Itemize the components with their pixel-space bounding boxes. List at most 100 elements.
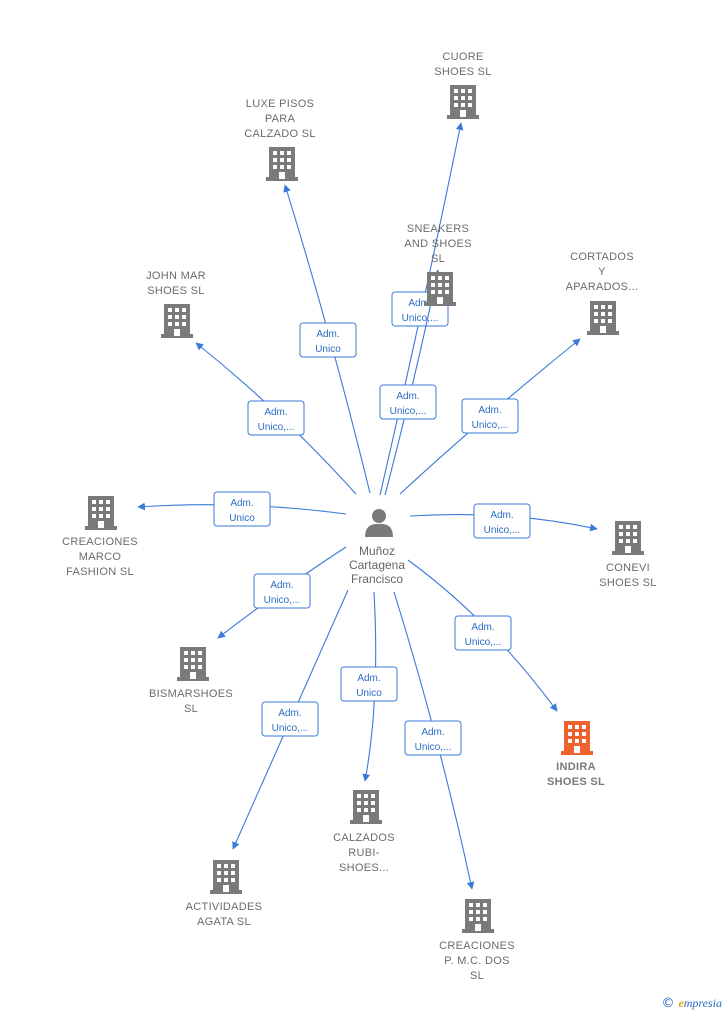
edge-label[interactable]: Adm. Unico,... <box>261 701 319 737</box>
company-label: CREACIONES <box>62 536 138 548</box>
company-label: CALZADO SL <box>244 128 315 140</box>
edge-luxe[interactable]: Adm. Unico <box>283 184 371 494</box>
edge-cuore[interactable]: Adm. Unico,... <box>379 122 464 496</box>
edge-label-box <box>454 615 512 651</box>
building-icon <box>462 899 494 933</box>
edge-label[interactable]: Adm. Unico <box>299 322 357 358</box>
edge-label-text: Adm. <box>478 405 501 416</box>
company-label: Y <box>598 266 606 278</box>
building-icon <box>161 304 193 338</box>
edge-bismar[interactable]: Adm. Unico,... <box>217 546 347 639</box>
edge-indira[interactable]: Adm. Unico,... <box>407 559 558 712</box>
footer-brand[interactable]: © empresia <box>661 996 722 1011</box>
edge-label-text: Adm. <box>471 622 494 633</box>
company-label: CORTADOS <box>570 251 634 263</box>
edge-label[interactable]: Adm.Unico <box>340 666 398 702</box>
edge-label-text: Adm. <box>421 727 444 738</box>
edge-label-text: Adm. <box>316 329 339 340</box>
edge-label[interactable]: Adm. Unico <box>213 491 271 527</box>
edge-label-text: Adm. <box>278 708 301 719</box>
edge-label-text: Unico,... <box>390 406 427 417</box>
edge-label-text: Adm. <box>230 498 253 509</box>
edge-label-box <box>340 666 398 702</box>
company-node-calzados[interactable]: CALZADOS RUBI- SHOES... <box>333 790 395 874</box>
company-node-creaciones-pmc[interactable]: CREACIONES P. M.C. DOS SL <box>439 899 515 982</box>
edge-actividades[interactable]: Adm. Unico,... <box>232 589 349 850</box>
building-icon <box>85 496 117 530</box>
company-label: RUBI- <box>348 847 379 859</box>
company-label: PARA <box>265 113 296 125</box>
brand-logo: empresia <box>678 996 722 1010</box>
edge-label[interactable]: Adm. Unico,... <box>253 573 311 609</box>
company-label: SL <box>470 970 484 982</box>
edge-label-text: Adm. <box>408 298 431 309</box>
company-label: SHOES SL <box>599 577 656 589</box>
company-label: BISMARSHOES <box>149 688 233 700</box>
edge-sneakers[interactable]: Adm. Unico,... <box>379 269 441 496</box>
copyright-icon: © <box>661 996 675 1011</box>
company-node-luxe[interactable]: LUXE PISOS PARA CALZADO SL <box>244 98 315 181</box>
edge-convei[interactable]: Adm.Unico,... <box>409 503 598 539</box>
edge-label-box <box>379 384 437 420</box>
company-label: CREACIONES <box>439 940 515 952</box>
edge-cortados[interactable]: Adm.Unico,... <box>399 338 581 495</box>
company-label: MARCO <box>79 551 122 563</box>
company-label: SNEAKERS <box>407 223 469 235</box>
person-name-label: Muñoz <box>359 544 395 558</box>
building-icon <box>587 301 619 335</box>
edge-label[interactable]: Adm.Unico,... <box>473 503 531 539</box>
edge-label[interactable]: Adm. Unico,... <box>247 400 305 436</box>
building-icon <box>561 721 593 755</box>
company-label: SHOES SL <box>147 285 204 297</box>
edge-label[interactable]: Adm. Unico,... <box>454 615 512 651</box>
edge-label-text: Unico,... <box>402 313 439 324</box>
edge-label-text: Unico,... <box>465 637 502 648</box>
company-label: SHOES SL <box>434 66 491 78</box>
edge-label-box <box>461 398 519 434</box>
edge-label-text: Unico,... <box>264 595 301 606</box>
edge-label-box <box>404 720 462 756</box>
edge-label-text: Adm. <box>396 391 419 402</box>
edge-label-box <box>253 573 311 609</box>
edge-label-box <box>213 491 271 527</box>
edge-johnmar[interactable]: Adm. Unico,... <box>195 342 357 495</box>
company-label: P. M.C. DOS <box>444 955 509 967</box>
company-node-cortados[interactable]: CORTADOSYAPARADOS... <box>566 251 639 335</box>
edge-label-text: Unico <box>229 513 255 524</box>
edge-label-text: Adm. <box>264 407 287 418</box>
company-label: SHOES... <box>339 862 389 874</box>
company-label: SL <box>184 703 198 715</box>
edge-label-text: Unico,... <box>272 723 309 734</box>
edge-label[interactable]: Adm.Unico,... <box>404 720 462 756</box>
edge-label-text: Adm. <box>357 673 380 684</box>
edge-creaciones-pmc[interactable]: Adm.Unico,... <box>393 591 475 890</box>
company-label: CALZADOS <box>333 832 395 844</box>
company-label: LUXE PISOS <box>246 98 314 110</box>
company-node-johnmar[interactable]: JOHN MARSHOES SL <box>146 270 206 338</box>
person-name-label: Francisco <box>351 572 403 586</box>
edge-label-box <box>473 503 531 539</box>
edge-calzados[interactable]: Adm.Unico <box>340 591 398 782</box>
edge-label-text: Unico <box>315 344 341 355</box>
building-icon <box>177 647 209 681</box>
building-icon <box>612 521 644 555</box>
edge-label[interactable]: Adm.Unico,... <box>461 398 519 434</box>
company-node-bismar[interactable]: BISMARSHOES SL <box>149 647 233 715</box>
company-label: SHOES SL <box>547 776 605 788</box>
person-icon <box>365 509 393 537</box>
edge-creaciones-marco[interactable]: Adm. Unico <box>137 491 347 527</box>
edges-layer: Adm.Unico,...Adm.UnicoAdm.Unico,...Adm.U… <box>137 122 598 890</box>
edge-label-text: Adm. <box>270 580 293 591</box>
edge-label[interactable]: Adm. Unico,... <box>379 384 437 420</box>
edge-label-text: Unico,... <box>258 422 295 433</box>
edge-label-box <box>261 701 319 737</box>
